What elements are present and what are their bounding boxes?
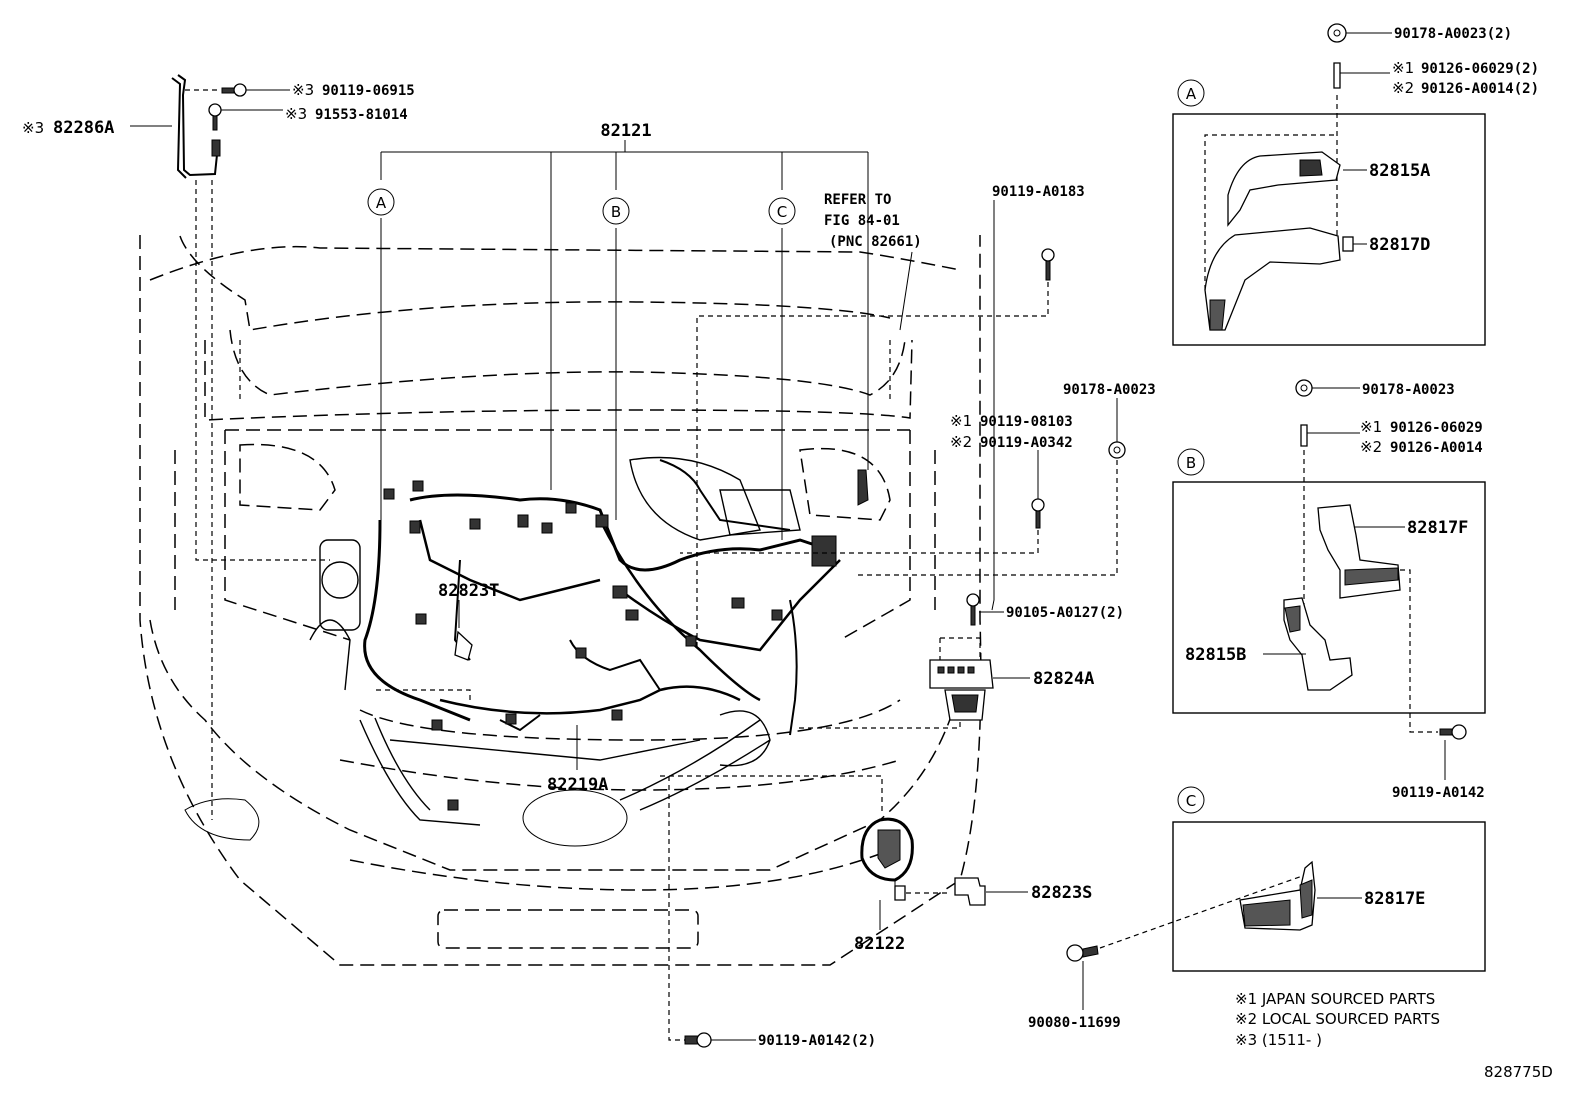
label-82823T: 82823T	[438, 581, 499, 601]
note-serial-range: ※3 (1511- )	[1235, 1031, 1322, 1049]
label-82824A: 82824A	[1033, 669, 1094, 689]
label-82823S: 82823S	[1031, 883, 1092, 903]
callout-c-detail-label: C	[1186, 792, 1196, 810]
harness-82122-group	[660, 775, 1028, 1041]
label-mark3-82286A: ※3	[22, 119, 44, 137]
callout-c-label: C	[777, 203, 787, 221]
label-82286A: 82286A	[53, 118, 114, 138]
label-90119-A0342: 90119-A0342	[980, 435, 1073, 451]
bolt-90119-A0142-b-icon	[1451, 724, 1467, 740]
label-mark2-90119-A0342: ※2	[950, 433, 972, 451]
refer-line-2: FIG 84-01	[824, 213, 900, 229]
figure-id: 828775D	[1484, 1063, 1553, 1081]
refer-line-1: REFER TO	[824, 192, 891, 208]
label-90178-A0023-b: 90178-A0023	[1362, 382, 1455, 398]
label-90119-06915: 90119-06915	[322, 83, 415, 99]
label-90126-A0014-2: 90126-A0014(2)	[1421, 81, 1539, 97]
label-82121: 82121	[600, 121, 651, 141]
label-mark1-90126-06029: ※1	[1360, 418, 1382, 436]
label-mark3-90119-06915: ※3	[292, 81, 314, 99]
harness-leader-lines	[380, 140, 913, 540]
note-local-sourced: ※2 LOCAL SOURCED PARTS	[1235, 1010, 1440, 1028]
callout-b-label: B	[611, 203, 621, 221]
label-82219A: 82219A	[547, 775, 608, 795]
detail-c-group	[1172, 786, 1486, 972]
bolt-90080-11699-icon	[1066, 944, 1084, 962]
label-90126-A0014: 90126-A0014	[1390, 440, 1483, 456]
label-91553-81014: 91553-81014	[315, 107, 408, 123]
detail-c-box	[1172, 821, 1486, 972]
label-90119-A0142-2: 90119-A0142(2)	[758, 1033, 876, 1049]
relay-block-82824A-group	[795, 593, 1030, 729]
detail-a-group	[1172, 23, 1486, 346]
bolt-91553-81014-icon	[208, 103, 222, 117]
label-90080-11699: 90080-11699	[1028, 1015, 1121, 1031]
label-82815A: 82815A	[1369, 161, 1430, 181]
label-90178-A0023-mid: 90178-A0023	[1063, 382, 1156, 398]
callout-c-circle	[768, 197, 796, 225]
label-82817F: 82817F	[1407, 518, 1468, 538]
bolt-90119-A0183-icon	[1041, 248, 1055, 262]
callout-a-detail-label: A	[1186, 85, 1197, 103]
callout-b-detail-label: B	[1186, 454, 1196, 472]
nut-90178-A0023-b-icon	[1295, 379, 1313, 397]
label-90119-A0183: 90119-A0183	[992, 184, 1085, 200]
bolt-90080-11699-group	[1066, 874, 1306, 1010]
bolt-90119-A0183-group	[696, 200, 1055, 650]
engine-wire-harness	[363, 459, 869, 811]
label-90119-08103: 90119-08103	[980, 414, 1073, 430]
detail-b-box	[1172, 481, 1486, 714]
label-90105-A0127: 90105-A0127(2)	[1006, 605, 1124, 621]
detail-a-box	[1172, 113, 1486, 346]
label-mark2-90126-A0014-2: ※2	[1392, 79, 1414, 97]
label-mark1-90126-06029-2: ※1	[1392, 59, 1414, 77]
label-90126-06029: 90126-06029	[1390, 420, 1483, 436]
label-82817D: 82817D	[1369, 235, 1430, 255]
nut-90178-A0023-top-icon	[1327, 23, 1347, 43]
callout-b-circle	[602, 197, 630, 225]
bolt-90119-A0142-bottom-group	[684, 1032, 756, 1048]
callout-a-label: A	[376, 194, 387, 212]
label-90119-A0142-b: 90119-A0142	[1392, 785, 1485, 801]
label-82815B: 82815B	[1185, 645, 1246, 665]
refer-line-3: (PNC 82661)	[829, 234, 922, 250]
callout-a-circle	[367, 188, 395, 216]
label-90178-A0023-2-top: 90178-A0023(2)	[1394, 26, 1512, 42]
vehicle-body-outline	[139, 235, 982, 966]
label-mark3-91553-81014: ※3	[285, 105, 307, 123]
nut-90178-A0023-group	[855, 398, 1126, 576]
label-82817E: 82817E	[1364, 889, 1425, 909]
label-mark1-90119-08103: ※1	[950, 412, 972, 430]
label-90126-06029-2: 90126-06029(2)	[1421, 61, 1539, 77]
detail-b-group	[1172, 379, 1486, 780]
nut-90178-A0023-icon	[1108, 441, 1126, 459]
bolt-90119-A0142-bottom-icon	[696, 1032, 712, 1048]
label-82122: 82122	[854, 934, 905, 954]
bracket-82286A-group	[130, 74, 330, 820]
bolt-90119-06915-icon	[233, 83, 247, 97]
label-mark2-90126-A0014: ※2	[1360, 438, 1382, 456]
bolt-90119-08103-group	[680, 450, 1045, 554]
note-japan-sourced: ※1 JAPAN SOURCED PARTS	[1235, 990, 1435, 1008]
